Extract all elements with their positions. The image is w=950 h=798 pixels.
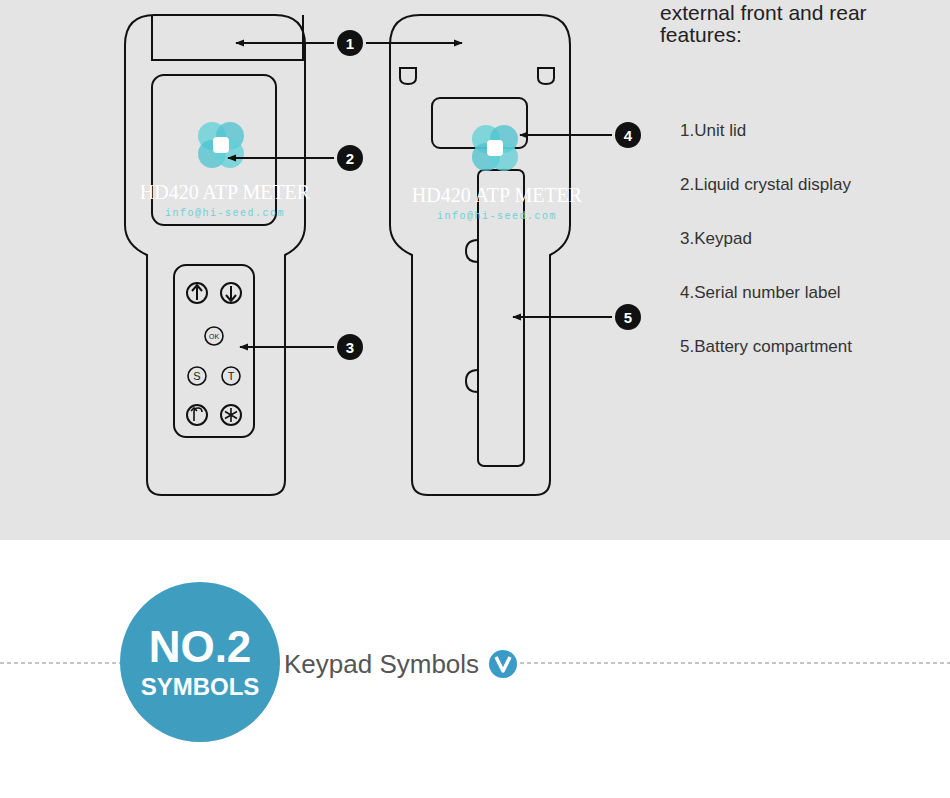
callout-number: 4 <box>615 122 641 148</box>
node-text: 5 <box>624 310 632 325</box>
section-badge: NO.2SYMBOLS <box>120 582 280 742</box>
node-subtext: SYMBOLS <box>141 675 260 699</box>
node-text: NO.2 <box>149 625 252 669</box>
node-text: OK <box>209 333 219 340</box>
heading-text: external front and rear features: <box>660 2 920 46</box>
callout-number: 3 <box>337 334 363 360</box>
part-name: 3.Keypad <box>680 230 752 249</box>
node-text: 3 <box>346 340 354 355</box>
node-text: T <box>228 371 235 382</box>
section-title: Keypad Symbols <box>284 650 479 679</box>
watermark: HD420 ATP METER <box>412 184 582 206</box>
check-icon <box>489 650 517 678</box>
node-text: 2 <box>346 151 354 166</box>
part-name: 4.Serial number label <box>680 284 841 303</box>
node-text: 1 <box>346 36 354 51</box>
watermark: HD420 ATP METER <box>140 181 310 203</box>
part-name: 1.Unit lid <box>680 122 746 141</box>
node-text: S <box>193 371 200 382</box>
part-name: 2.Liquid crystal display <box>680 176 851 195</box>
key-button: OK <box>204 326 224 346</box>
rear-device <box>390 15 570 495</box>
node-text: 4 <box>624 128 632 143</box>
callout-number: 1 <box>337 30 363 56</box>
watermark: info@hi-seed.com <box>165 208 285 219</box>
front-device <box>125 15 305 495</box>
part-name: 5.Battery compartment <box>680 338 852 357</box>
callout-number: 2 <box>337 145 363 171</box>
key-button: S <box>187 366 207 386</box>
watermark: info@hi-seed.com <box>437 211 557 222</box>
key-button: T <box>221 366 241 386</box>
background-panel <box>0 0 950 540</box>
callout-number: 5 <box>615 304 641 330</box>
